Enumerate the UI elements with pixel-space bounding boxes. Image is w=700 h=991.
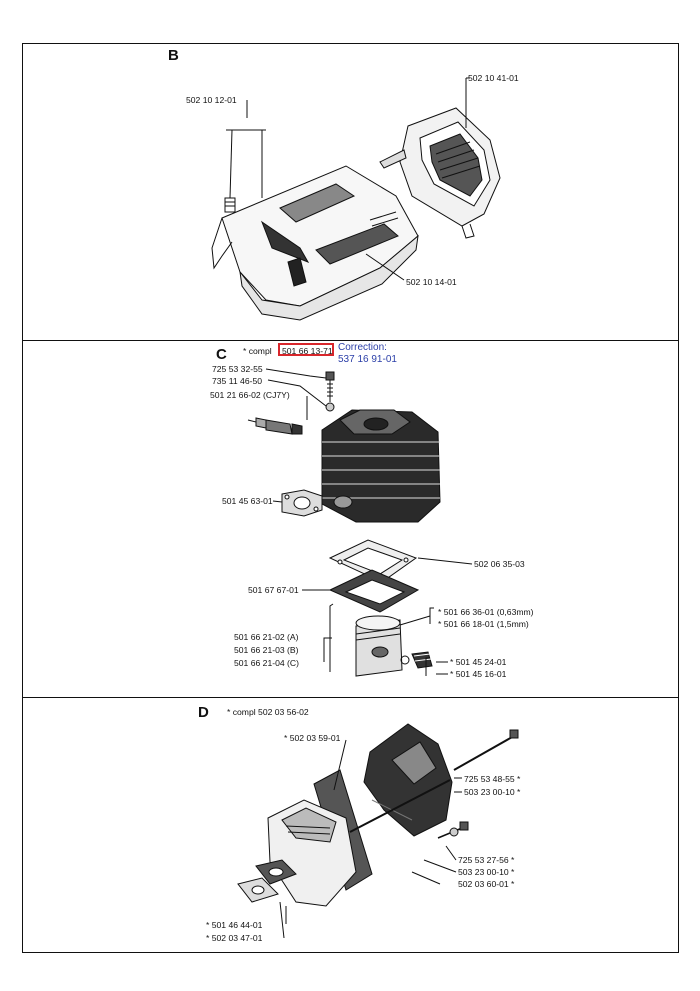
label-c-spark-plug: 501 21 66-02 (CJ7Y) [210, 390, 290, 400]
diagram-frame [22, 43, 679, 953]
label-d-gasket-1: * 501 46 44-01 [206, 920, 263, 930]
label-c-piston-a: 501 66 21-02 (A) [234, 632, 299, 642]
section-divider-bc [22, 340, 679, 341]
top-cover-icon [211, 165, 419, 321]
piston-icon [355, 615, 403, 677]
base-gasket-icon [328, 569, 420, 613]
label-d-compl: * compl 502 03 56-02 [227, 707, 309, 717]
label-d-bolt-long: 725 53 48-55 * [464, 774, 521, 784]
label-c-compl-part: 501 66 13-71 [282, 346, 333, 356]
label-c-bolt: 725 53 32-55 [212, 364, 263, 374]
section-divider-cd [22, 697, 679, 698]
bolt-c-icon [325, 371, 335, 412]
label-d-plate: * 502 03 59-01 [284, 733, 341, 743]
section-letter-b: B [168, 47, 179, 64]
label-c-washer: 735 11 46-50 [212, 376, 263, 386]
exhaust-gasket-2-icon [237, 877, 279, 903]
side-cover-icon [379, 107, 501, 239]
label-b-screw: 502 10 12-01 [186, 95, 237, 105]
label-c-compl: * compl [243, 346, 272, 356]
label-c-pin: * 501 45 16-01 [450, 669, 507, 679]
label-b-side-cover: 502 10 41-01 [468, 73, 519, 83]
label-b-top-cover: 502 10 14-01 [406, 277, 457, 287]
piston-pin-icon [400, 651, 433, 669]
muffler-rear-icon [363, 723, 453, 837]
label-c-intake-gasket: 501 45 63-01 [222, 496, 273, 506]
label-c-base-gasket-top: 502 06 35-03 [474, 559, 525, 569]
muffler-front-icon [267, 799, 357, 907]
label-d-bracket: 502 03 60-01 * [458, 879, 515, 889]
correction-highlight-box [278, 343, 334, 356]
exhaust-gasket-1-icon [255, 859, 297, 885]
long-bolt-icon [349, 729, 519, 833]
small-screw-icon [437, 821, 469, 839]
base-gasket-top-icon [328, 539, 418, 583]
section-letter-d: D [198, 704, 209, 721]
label-c-gasket-063: * 501 66 36-01 (0,63mm) [438, 607, 534, 617]
screw-b-icon [224, 100, 266, 213]
label-c-base-gasket: 501 67 67-01 [248, 585, 299, 595]
spark-plug-icon [247, 417, 303, 435]
label-d-nut-2: 503 23 00-10 * [458, 867, 515, 877]
label-c-circlip: * 501 45 24-01 [450, 657, 507, 667]
cylinder-icon [321, 409, 441, 523]
label-d-screw: 725 53 27-56 * [458, 855, 515, 865]
section-letter-c: C [216, 346, 227, 363]
correction-part: 537 16 91-01 [338, 354, 397, 365]
correction-title: Correction: [338, 342, 387, 353]
intake-gasket-icon [281, 489, 323, 517]
label-c-gasket-15: * 501 66 18-01 (1,5mm) [438, 619, 529, 629]
label-d-nut-1: 503 23 00-10 * [464, 787, 521, 797]
label-d-gasket-2: * 502 03 47-01 [206, 933, 263, 943]
label-c-piston-c: 501 66 21-04 (C) [234, 658, 299, 668]
label-c-piston-b: 501 66 21-03 (B) [234, 645, 299, 655]
